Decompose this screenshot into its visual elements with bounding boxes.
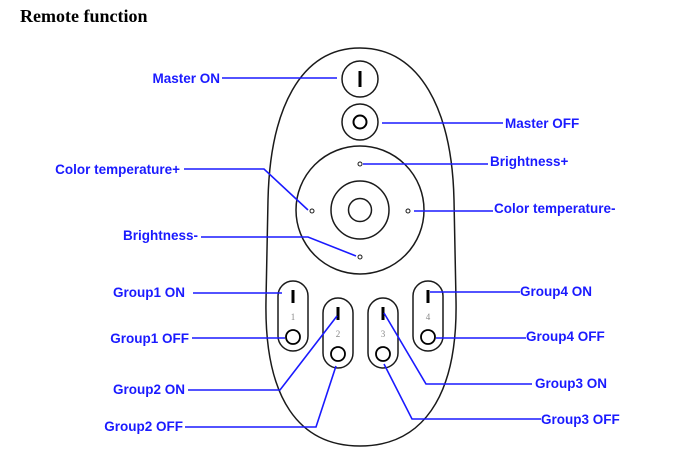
page-title: Remote function <box>20 6 148 26</box>
group4-off-button[interactable] <box>420 329 436 345</box>
group3-number: 3 <box>381 329 386 339</box>
leader-brightness-minus <box>201 236 357 257</box>
label-master-on: Master ON <box>152 71 220 86</box>
leader-group2-on <box>188 315 338 391</box>
label-color-temp-minus: Color temperature- <box>494 201 616 216</box>
label-group2-on: Group2 ON <box>113 382 185 397</box>
leader-group3-on <box>383 312 532 385</box>
label-group3-on: Group3 ON <box>535 376 607 391</box>
label-brightness-minus: Brightness- <box>123 228 198 243</box>
group4-number: 4 <box>426 312 431 322</box>
group1-button-pill: 1 <box>277 280 309 352</box>
color-temp-plus-dot[interactable] <box>309 208 315 214</box>
group2-off-button[interactable] <box>330 346 346 362</box>
label-group3-off: Group3 OFF <box>541 412 620 427</box>
group1-off-button[interactable] <box>285 329 301 345</box>
master-on-button[interactable] <box>341 60 379 98</box>
control-wheel[interactable] <box>295 145 425 275</box>
wheel-center-button[interactable] <box>347 197 373 223</box>
leader-group3-off <box>383 363 541 420</box>
label-group2-off: Group2 OFF <box>104 419 183 434</box>
remote-body-outline <box>265 47 457 447</box>
label-master-off: Master OFF <box>505 116 579 131</box>
group4-button-pill: 4 <box>412 280 444 352</box>
group2-number: 2 <box>336 329 341 339</box>
brightness-plus-dot[interactable] <box>357 161 363 167</box>
label-group4-on: Group4 ON <box>520 284 592 299</box>
group2-button-pill: 2 <box>322 297 354 369</box>
leader-group2-off <box>185 365 337 428</box>
leader-color-temp-plus <box>184 168 309 211</box>
label-group1-off: Group1 OFF <box>110 331 189 346</box>
label-color-temp-plus: Color temperature+ <box>55 162 180 177</box>
power-off-icon <box>352 114 368 130</box>
label-group4-off: Group4 OFF <box>526 329 605 344</box>
label-group1-on: Group1 ON <box>113 285 185 300</box>
group3-button-pill: 3 <box>367 297 399 369</box>
wheel-center-ring <box>330 180 390 240</box>
group3-off-button[interactable] <box>375 346 391 362</box>
label-brightness-plus: Brightness+ <box>490 154 569 169</box>
brightness-minus-dot[interactable] <box>357 254 363 260</box>
master-off-button[interactable] <box>341 103 379 141</box>
color-temp-minus-dot[interactable] <box>405 208 411 214</box>
group1-number: 1 <box>291 312 296 322</box>
